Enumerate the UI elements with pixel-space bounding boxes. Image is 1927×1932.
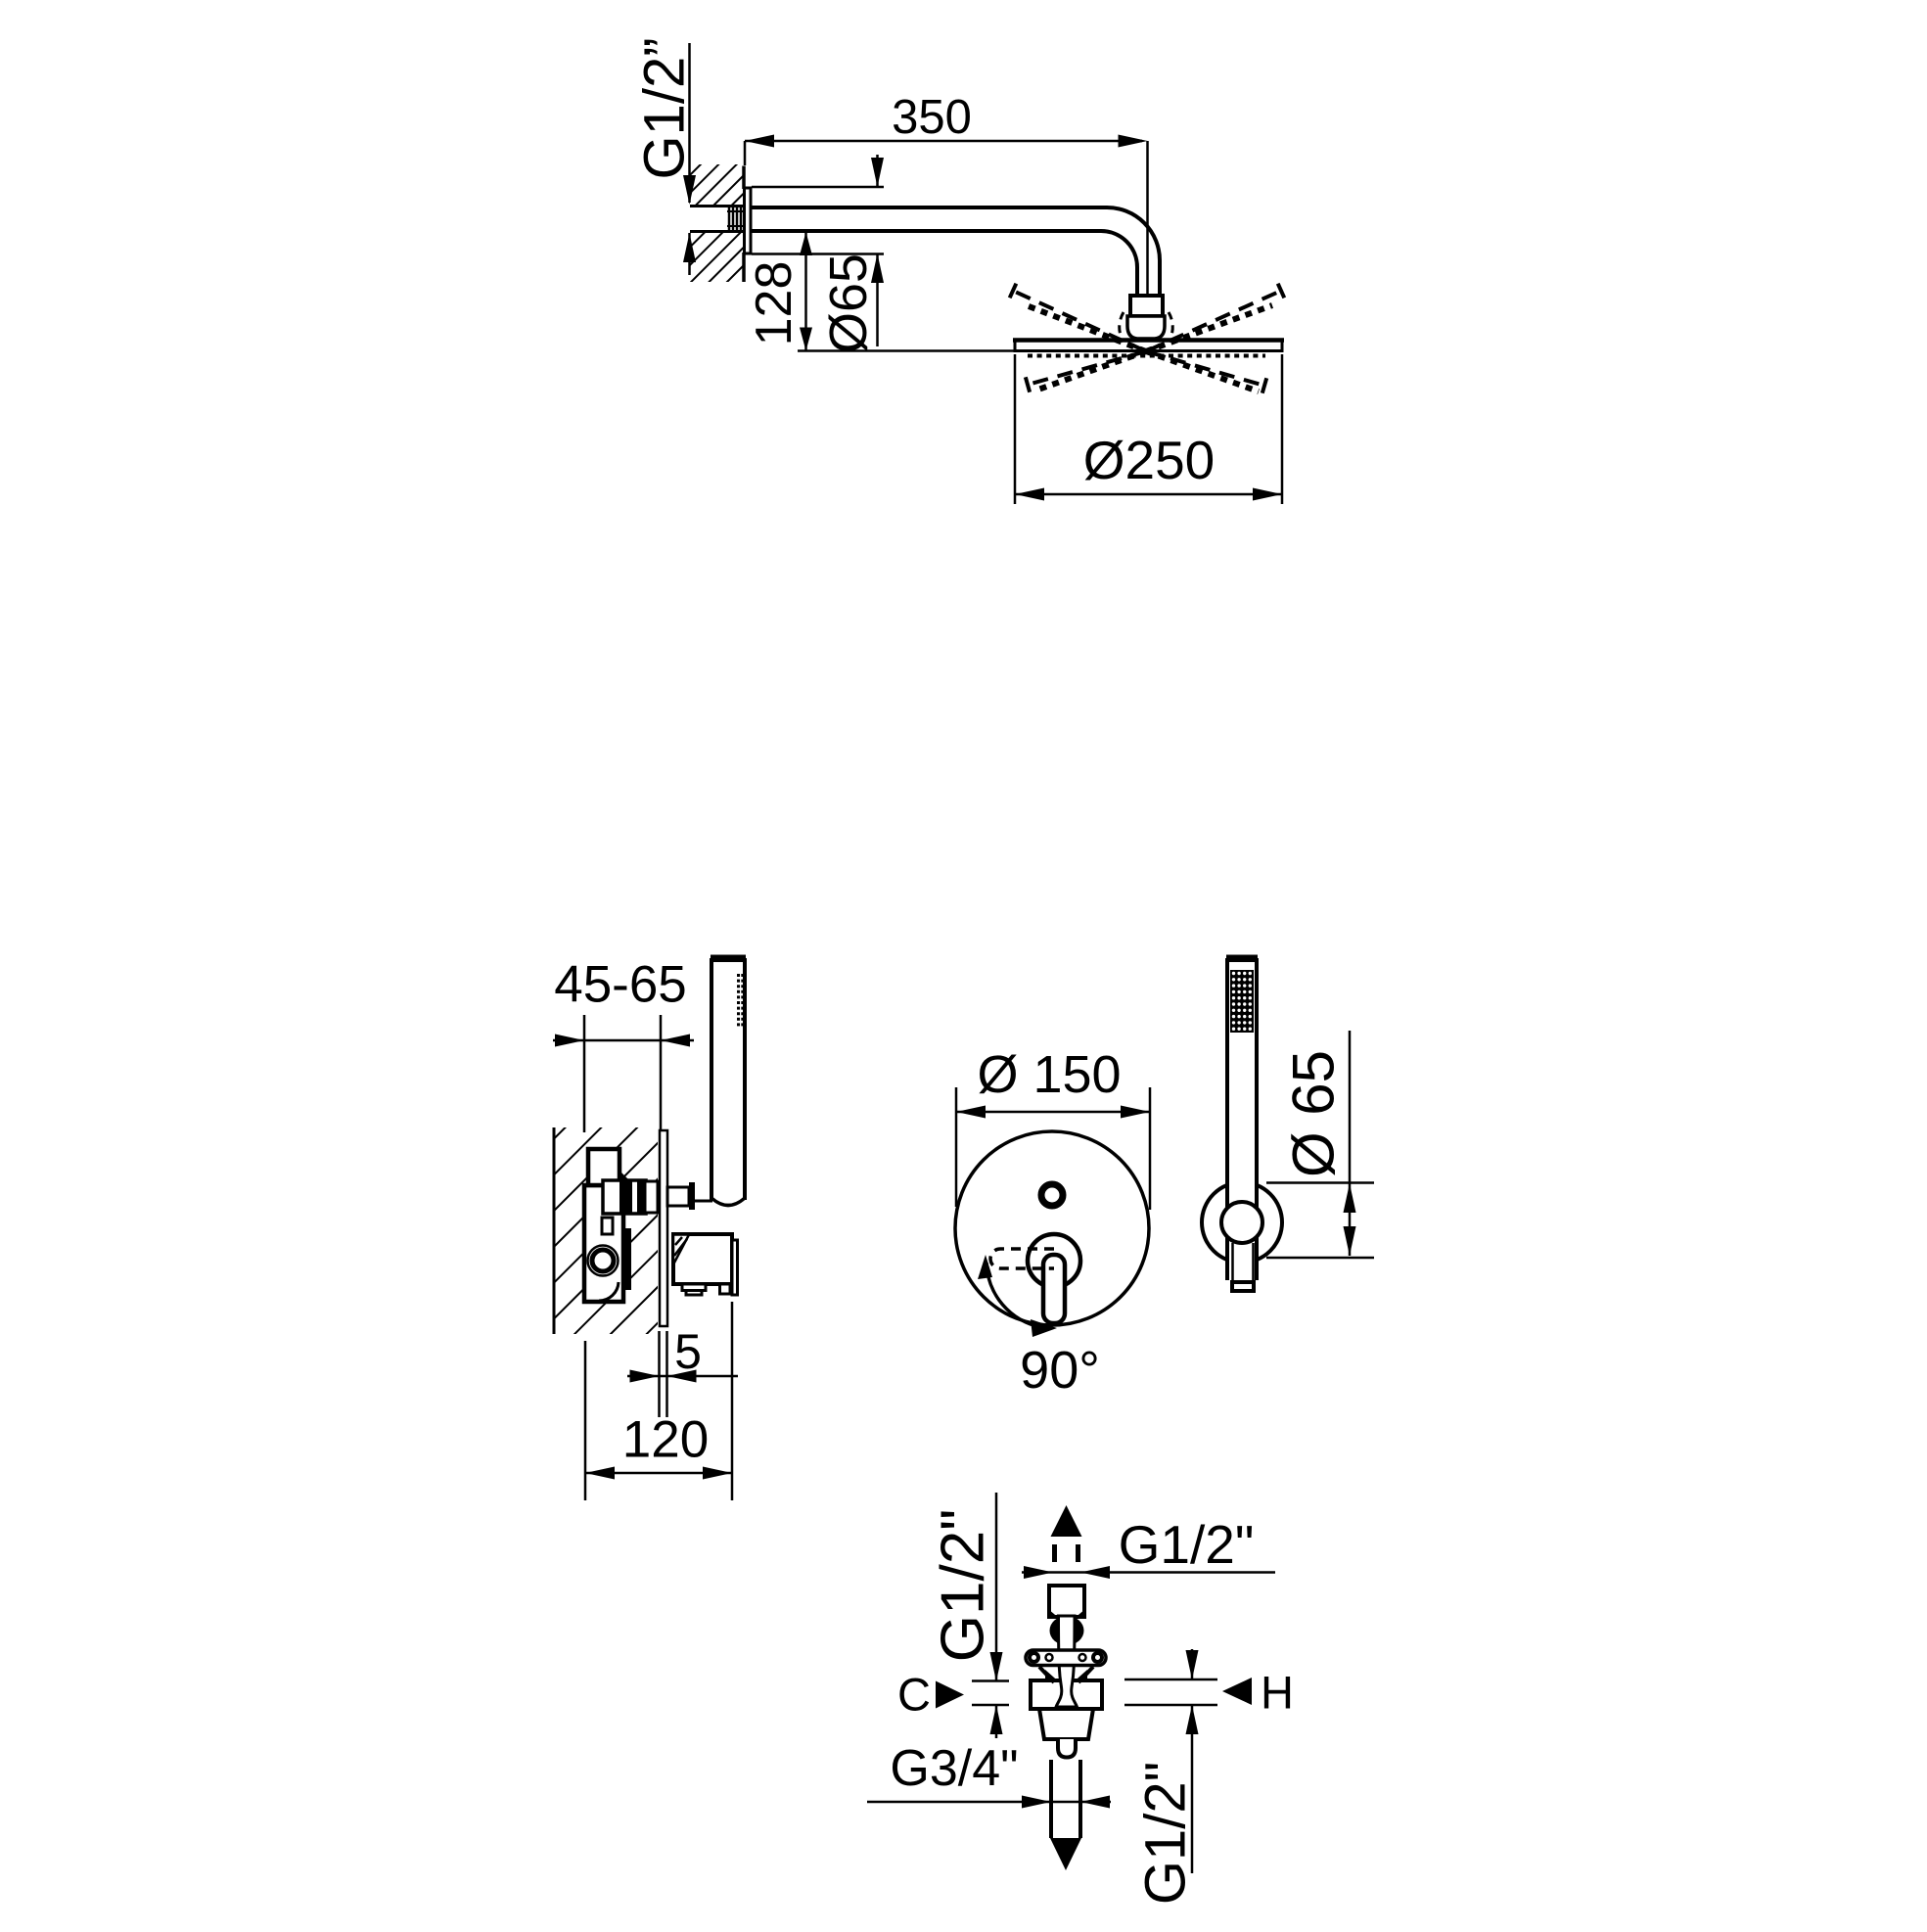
svg-text:G1/2": G1/2" bbox=[1119, 1514, 1255, 1575]
svg-text:350: 350 bbox=[892, 91, 972, 144]
svg-text:G3/4": G3/4" bbox=[890, 1740, 1018, 1797]
svg-text:Ø250: Ø250 bbox=[1083, 430, 1216, 490]
svg-text:5: 5 bbox=[674, 1324, 702, 1379]
svg-text:Ø 65: Ø 65 bbox=[1281, 1050, 1347, 1177]
svg-text:45-65: 45-65 bbox=[554, 956, 687, 1014]
svg-text:H: H bbox=[1261, 1667, 1294, 1719]
svg-text:G1/2”: G1/2” bbox=[633, 37, 697, 179]
svg-text:90°: 90° bbox=[1020, 1341, 1100, 1400]
svg-text:128: 128 bbox=[746, 261, 803, 346]
svg-text:Ø 150: Ø 150 bbox=[977, 1045, 1121, 1104]
svg-text:G1/2": G1/2" bbox=[930, 1509, 997, 1662]
svg-text:120: 120 bbox=[622, 1411, 709, 1469]
svg-text:Ø65: Ø65 bbox=[819, 253, 878, 353]
svg-text:G1/2": G1/2" bbox=[1134, 1762, 1198, 1905]
svg-text:C: C bbox=[897, 1669, 931, 1721]
